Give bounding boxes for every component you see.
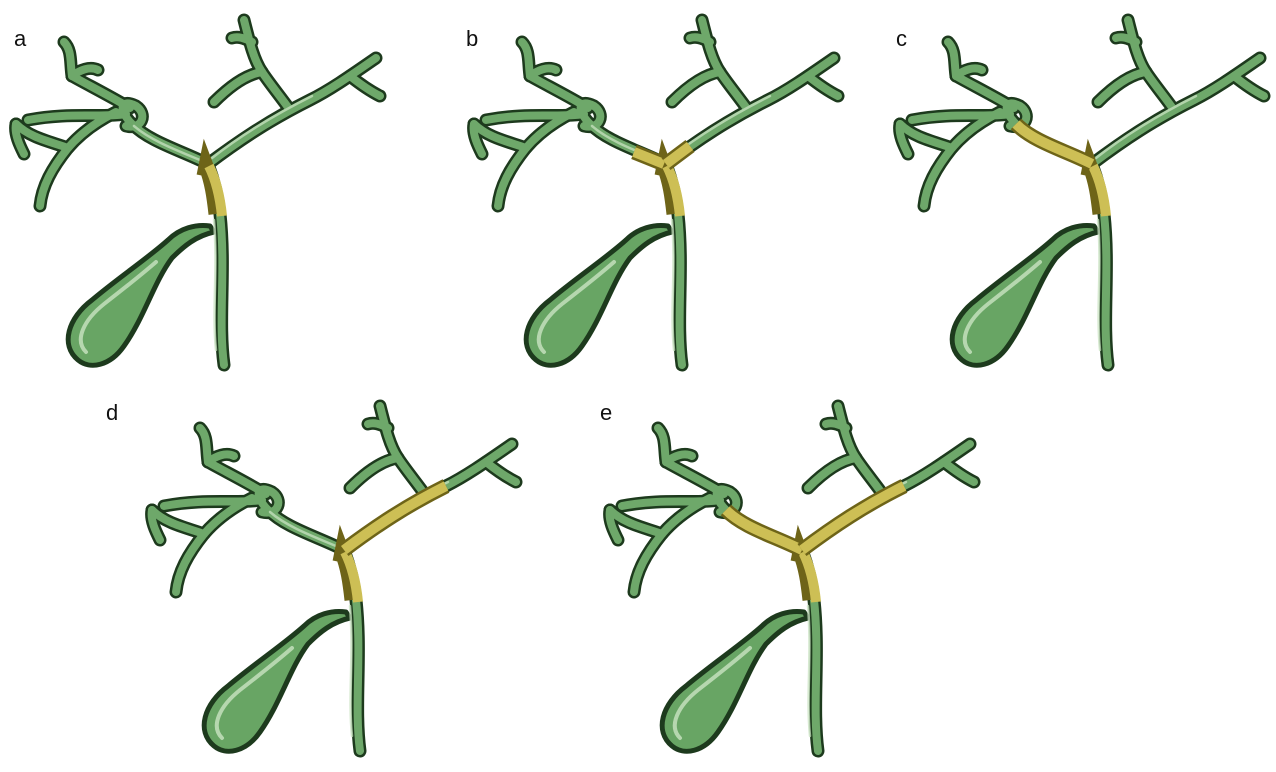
duct-tree bbox=[152, 406, 516, 751]
panel-e bbox=[610, 406, 974, 751]
lesion-right-duct bbox=[802, 486, 904, 550]
lesion-left-duct bbox=[726, 510, 802, 550]
lesion-left-duct bbox=[1016, 124, 1092, 164]
panel-a bbox=[16, 20, 380, 365]
lesion-confluence bbox=[662, 166, 680, 216]
panel-label-c: c bbox=[896, 26, 907, 51]
panel-b bbox=[474, 20, 838, 365]
lesion-confluence bbox=[798, 552, 816, 602]
panel-label-d: d bbox=[106, 400, 118, 425]
lesion-right-stub bbox=[666, 146, 690, 164]
panel-d bbox=[152, 406, 516, 751]
lesion-confluence bbox=[1088, 166, 1106, 216]
panel-label-b: b bbox=[466, 26, 478, 51]
duct-tree bbox=[610, 406, 974, 751]
lesion-right-duct bbox=[344, 486, 446, 550]
lesion-confluence bbox=[340, 552, 358, 602]
duct-tree bbox=[474, 20, 838, 365]
panel-label-e: e bbox=[600, 400, 612, 425]
panel-c bbox=[900, 20, 1264, 365]
panel-label-a: a bbox=[14, 26, 27, 51]
lesion-confluence bbox=[204, 166, 222, 216]
duct-tree bbox=[16, 20, 380, 365]
duct-tree bbox=[900, 20, 1264, 365]
